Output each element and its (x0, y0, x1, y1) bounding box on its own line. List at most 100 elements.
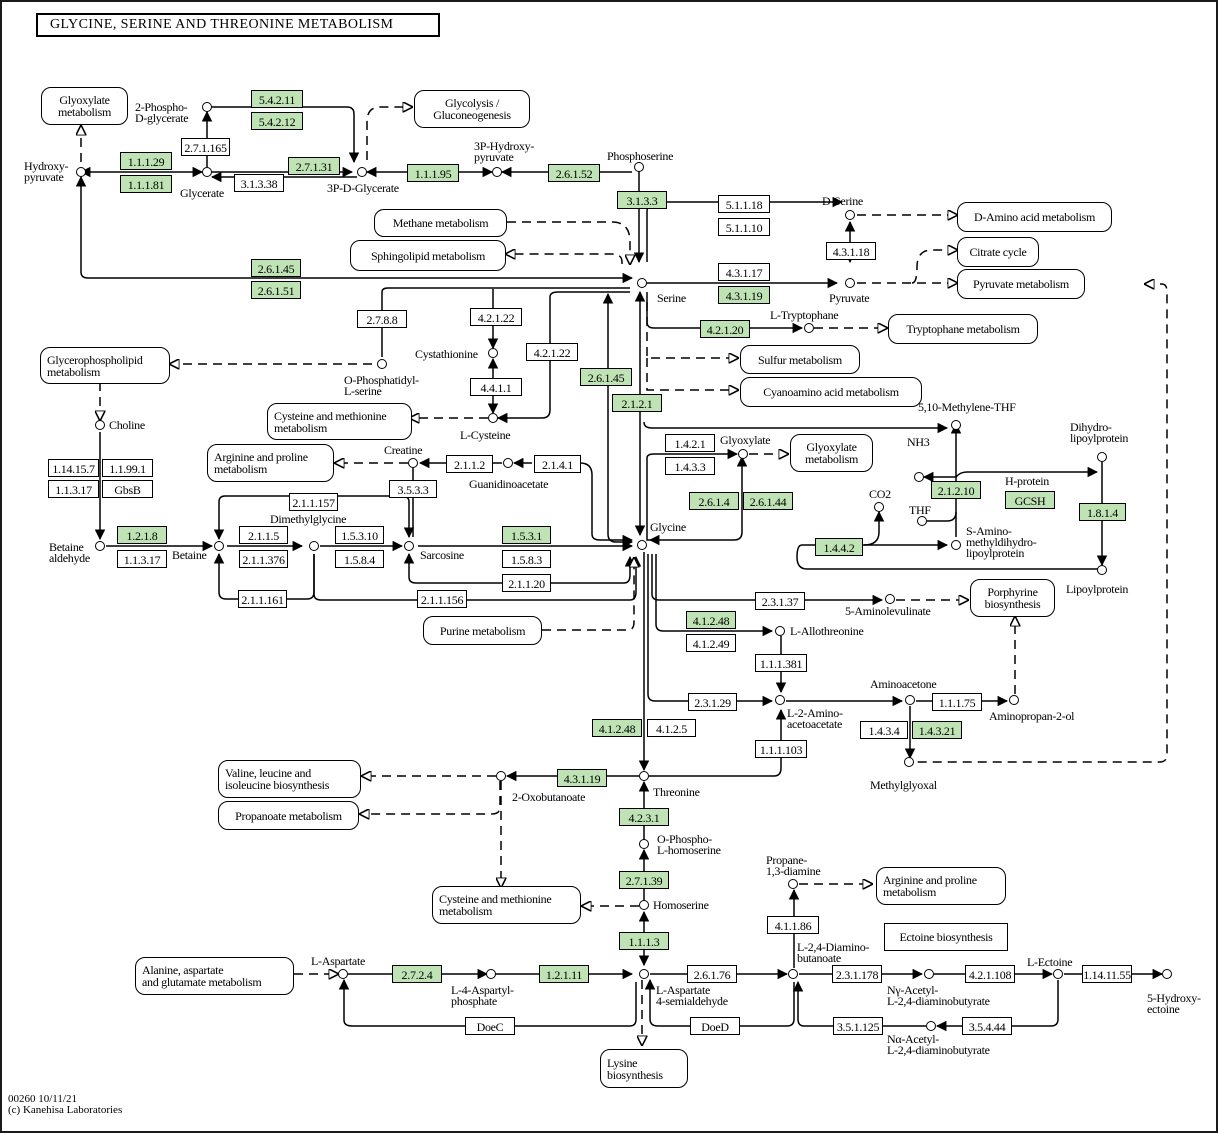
map-alanine-aspartate-glutamate-metabolism[interactable]: Alanine, aspartate and glutamate metabol… (135, 957, 294, 995)
compound-choline[interactable] (95, 420, 105, 430)
map-pyruvate-metabolism[interactable]: Pyruvate metabolism (957, 269, 1085, 299)
enzyme-1-14-11-55[interactable]: 1.14.11.55 (1082, 965, 1132, 983)
enzyme-1-5-8-3[interactable]: 1.5.8.3 (502, 550, 551, 568)
enzyme-2-1-1-20[interactable]: 2.1.1.20 (502, 574, 551, 592)
map-propanoate-metabolism[interactable]: Propanoate metabolism (218, 801, 359, 830)
enzyme-1-1-1-95[interactable]: 1.1.1.95 (407, 164, 459, 182)
enzyme-2-7-1-165[interactable]: 2.7.1.165 (181, 138, 230, 156)
enzyme-1-4-4-2[interactable]: 1.4.4.2 (815, 538, 863, 556)
enzyme-3-1-3-38[interactable]: 3.1.3.38 (234, 174, 284, 192)
enzyme-4-3-1-17[interactable]: 4.3.1.17 (718, 263, 770, 281)
compound-2-oxobutanoate[interactable] (496, 771, 506, 781)
enzyme-2-1-1-157[interactable]: 2.1.1.157 (289, 493, 338, 511)
enzyme-5-4-2-12[interactable]: 5.4.2.12 (251, 112, 303, 130)
compound-hydroxypyruvate[interactable] (76, 167, 86, 177)
compound-sarcosine[interactable] (404, 541, 414, 551)
enzyme-1-8-1-4[interactable]: 1.8.1.4 (1079, 503, 1126, 521)
enzyme-doec[interactable]: DoeC (465, 1017, 515, 1035)
enzyme-3-5-3-3[interactable]: 3.5.3.3 (389, 480, 437, 498)
enzyme-3-1-3-3[interactable]: 3.1.3.3 (617, 191, 667, 209)
enzyme-3-5-1-125[interactable]: 3.5.1.125 (833, 1017, 883, 1035)
enzyme-1-4-2-1[interactable]: 1.4.2.1 (665, 434, 715, 452)
map-sphingolipid-metabolism[interactable]: Sphingolipid metabolism (350, 240, 506, 271)
compound-propane-1-3-diamine[interactable] (788, 879, 798, 889)
map-glycolysis-gluconeogenesis[interactable]: Glycolysis / Gluconeogenesis (414, 90, 530, 128)
compound-5-10-methylene-thf[interactable] (951, 420, 961, 430)
compound-nalpha-acetyl-diaminobutyrate[interactable] (926, 1021, 936, 1031)
compound-nh3[interactable] (914, 472, 924, 482)
enzyme-2-7-1-31[interactable]: 2.7.1.31 (288, 157, 340, 175)
enzyme-2-1-2-10[interactable]: 2.1.2.10 (931, 481, 981, 499)
enzyme-4-2-1-22[interactable]: 4.2.1.22 (526, 343, 578, 361)
compound-serine[interactable] (637, 278, 647, 288)
map-glycerophospholipid-metabolism[interactable]: Glycerophospholipid metabolism (40, 347, 170, 384)
enzyme-4-3-1-19[interactable]: 4.3.1.19 (718, 286, 770, 304)
compound-l-4-aspartyl-phosphate[interactable] (486, 969, 496, 979)
enzyme-2-1-1-5[interactable]: 2.1.1.5 (239, 526, 288, 544)
enzyme-2-6-1-45[interactable]: 2.6.1.45 (251, 259, 301, 277)
compound-dimethylglycine[interactable] (309, 541, 319, 551)
enzyme-1-1-1-381[interactable]: 1.1.1.381 (755, 654, 807, 672)
enzyme-2-6-1-76[interactable]: 2.6.1.76 (687, 965, 737, 983)
enzyme-4-2-3-1[interactable]: 4.2.3.1 (619, 808, 669, 826)
compound-betaine-aldehyde[interactable] (95, 541, 105, 551)
enzyme-3-5-4-44[interactable]: 3.5.4.44 (962, 1017, 1012, 1035)
enzyme-4-2-1-22[interactable]: 4.2.1.22 (470, 308, 522, 326)
enzyme-2-6-1-52[interactable]: 2.6.1.52 (548, 164, 600, 182)
enzyme-1-1-99-1[interactable]: 1.1.99.1 (102, 459, 153, 477)
map-valine-leucine-isoleucine-biosynthesis[interactable]: Valine, leucine and isoleucine biosynthe… (218, 760, 361, 798)
compound-methylglyoxal[interactable] (904, 757, 914, 767)
enzyme-gcsh[interactable]: GCSH (1005, 491, 1055, 509)
compound-5-aminolevulinate[interactable] (885, 594, 895, 604)
enzyme-4-2-1-108[interactable]: 4.2.1.108 (965, 965, 1015, 983)
compound-glyoxylate[interactable] (738, 449, 748, 459)
map-sulfur-metabolism[interactable]: Sulfur metabolism (740, 345, 860, 374)
compound-2-phospho-d-glycerate[interactable] (202, 102, 212, 112)
enzyme-1-5-3-10[interactable]: 1.5.3.10 (335, 526, 384, 544)
enzyme-4-3-1-18[interactable]: 4.3.1.18 (826, 242, 876, 260)
compound-l-aspartate-4-semialdehyde[interactable] (639, 969, 649, 979)
compound-l-aspartate[interactable] (338, 969, 348, 979)
compound-dihydrolipoylprotein[interactable] (1097, 452, 1107, 462)
enzyme-1-5-8-4[interactable]: 1.5.8.4 (335, 550, 384, 568)
enzyme-4-2-1-20[interactable]: 4.2.1.20 (700, 320, 750, 338)
compound-thf[interactable] (917, 516, 927, 526)
enzyme-2-1-1-2[interactable]: 2.1.1.2 (446, 455, 493, 473)
enzyme-4-3-1-19[interactable]: 4.3.1.19 (557, 769, 607, 787)
compound-aminoacetone[interactable] (905, 695, 915, 705)
compound-o-phospho-l-homoserine[interactable] (639, 839, 649, 849)
compound-l-allothreonine[interactable] (775, 626, 785, 636)
enzyme-2-6-1-4[interactable]: 2.6.1.4 (689, 492, 739, 510)
map-tryptophan-metabolism[interactable]: Tryptophane metabolism (888, 314, 1038, 344)
compound-l-tryptophan[interactable] (804, 323, 814, 333)
map-arginine-proline-metabolism-2[interactable]: Arginine and proline metabolism (876, 867, 1006, 905)
enzyme-1-1-3-17[interactable]: 1.1.3.17 (48, 480, 99, 498)
compound-co2[interactable] (874, 502, 884, 512)
enzyme-1-2-1-8[interactable]: 1.2.1.8 (117, 526, 167, 544)
compound-threonine[interactable] (639, 771, 649, 781)
enzyme-4-1-1-86[interactable]: 4.1.1.86 (767, 916, 819, 934)
enzyme-1-4-3-4[interactable]: 1.4.3.4 (860, 721, 908, 739)
compound-l-2-4-diaminobutanoate[interactable] (788, 969, 798, 979)
compound-glycerate[interactable] (202, 167, 212, 177)
compound-d-serine[interactable] (845, 210, 855, 220)
enzyme-2-3-1-178[interactable]: 2.3.1.178 (832, 965, 882, 983)
compound-pyruvate[interactable] (845, 278, 855, 288)
compound-homoserine[interactable] (639, 900, 649, 910)
enzyme-1-1-1-75[interactable]: 1.1.1.75 (932, 693, 982, 711)
compound-aminopropan-2-ol[interactable] (1009, 695, 1019, 705)
compound-phosphoserine[interactable] (634, 162, 644, 172)
enzyme-2-7-2-4[interactable]: 2.7.2.4 (392, 965, 442, 983)
enzyme-1-4-3-21[interactable]: 1.4.3.21 (912, 721, 962, 739)
compound-o-phosphatidyl-l-serine[interactable] (377, 359, 387, 369)
map-lysine-biosynthesis[interactable]: Lysine biosynthesis (600, 1049, 688, 1088)
map-cysteine-methionine-metabolism[interactable]: Cysteine and methionine metabolism (267, 403, 412, 440)
map-porphyrin-biosynthesis[interactable]: Porphyrine biosynthesis (970, 579, 1055, 617)
map-glyoxylate-metabolism-2[interactable]: Glyoxylate metabolism (790, 434, 873, 472)
map-cyanoamino-acid-metabolism[interactable]: Cyanoamino acid metabolism (740, 377, 922, 407)
enzyme-1-1-3-17[interactable]: 1.1.3.17 (117, 550, 167, 568)
compound-cystathionine[interactable] (488, 348, 498, 358)
compound-guanidinoacetate[interactable] (503, 458, 513, 468)
compound-3p-hydroxypyruvate[interactable] (492, 167, 502, 177)
enzyme-4-4-1-1[interactable]: 4.4.1.1 (470, 378, 522, 396)
